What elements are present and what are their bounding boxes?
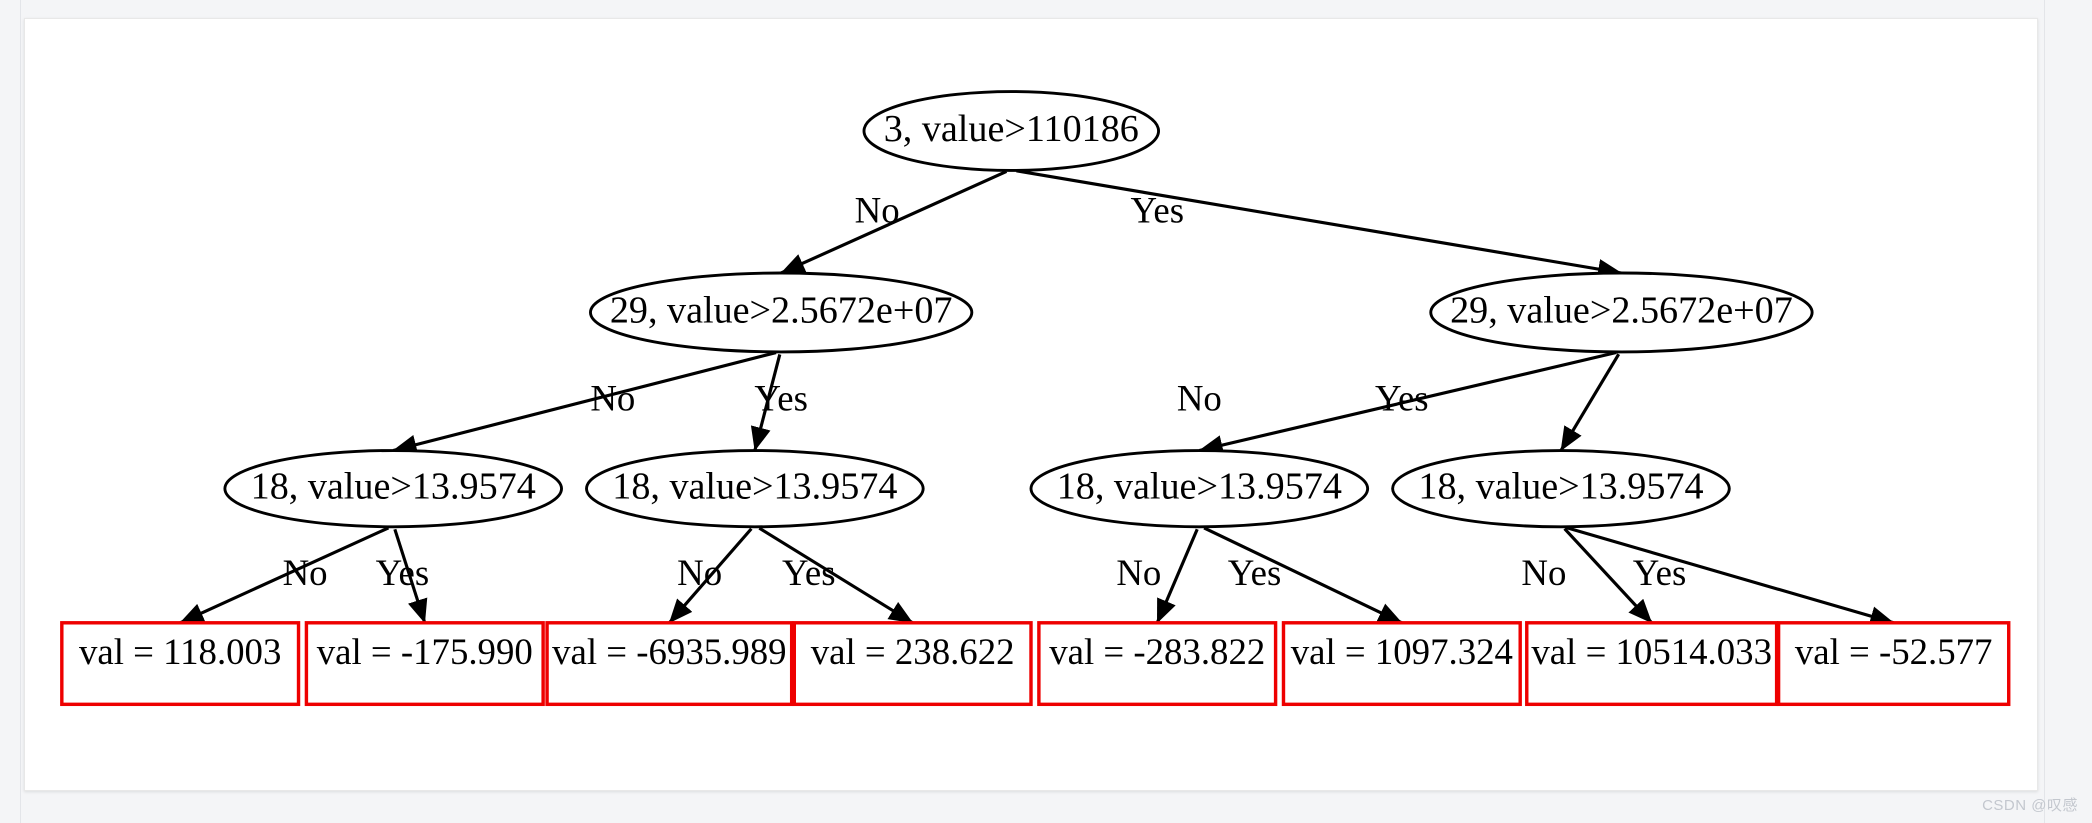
node-label: 18, value>13.9574 (251, 466, 536, 508)
tree-edge-n1-n4 (750, 354, 782, 452)
tree-edge-n0-n2 (1016, 169, 1623, 280)
csdn-watermark: CSDN @叹感 (1982, 797, 2078, 814)
node-shape-ellipse (585, 449, 925, 529)
edge-label-n0-n2: Yes (1130, 189, 1184, 230)
tree-edge-n2-n6 (1559, 353, 1621, 452)
node-label: 18, value>13.9574 (1057, 466, 1342, 508)
leaf-label: val = -6935.989 (552, 631, 786, 672)
decision-node-n2[interactable]: 29, value>2.5672e+07 (1429, 271, 1814, 354)
edges-layer (179, 169, 1895, 626)
leaf-label: val = -52.577 (1795, 631, 1993, 672)
node-shape-ellipse (1429, 271, 1814, 354)
leaf-label: val = 10514.033 (1531, 631, 1772, 672)
tree-edge-n1-n3 (392, 351, 777, 455)
edge-label-n1-n4: Yes (754, 377, 808, 418)
leaf-shape-box (1525, 621, 1779, 707)
edge-label-n3-leaf1: Yes (376, 552, 430, 593)
leaf-label: val = 238.622 (811, 631, 1015, 672)
tree-edge-n5-leaf5 (1203, 526, 1403, 625)
tree-edge-n6-leaf6 (1563, 527, 1653, 624)
edge-label-n0-n1: No (855, 189, 900, 230)
node-label: 29, value>2.5672e+07 (1450, 290, 1793, 332)
left-gutter (0, 0, 21, 823)
leaf-shape-box (792, 621, 1033, 707)
leaf-node-leaf5[interactable]: val = 1097.324 (1281, 621, 1522, 707)
right-gutter (2044, 0, 2092, 823)
edge-label-n3-leaf0: No (283, 552, 328, 593)
edge-label-n6-leaf7: Yes (1633, 552, 1687, 593)
leaf-label: val = 118.003 (79, 631, 281, 672)
decision-node-n0[interactable]: 3, value>110186 (862, 90, 1161, 172)
node-shape-ellipse (223, 449, 563, 529)
node-shape-ellipse (1029, 449, 1370, 529)
leaf-node-leaf7[interactable]: val = -52.577 (1776, 621, 2011, 707)
tree-edge-n4-leaf2 (668, 527, 753, 624)
decision-node-n5[interactable]: 18, value>13.9574 (1029, 449, 1370, 529)
leaf-node-leaf0[interactable]: val = 118.003 (60, 621, 301, 707)
node-label: 18, value>13.9574 (612, 466, 897, 508)
leaf-node-leaf3[interactable]: val = 238.622 (792, 621, 1033, 707)
tree-edge-n2-n5 (1198, 350, 1617, 456)
decision-node-n1[interactable]: 29, value>2.5672e+07 (589, 271, 974, 354)
leaf-node-leaf1[interactable]: val = -175.990 (304, 621, 545, 707)
edge-label-n1-n3: No (590, 377, 635, 418)
edge-label-n4-leaf2: No (677, 552, 722, 593)
leaf-shape-box (1281, 621, 1522, 707)
edge-label-n5-leaf5: Yes (1228, 552, 1282, 593)
leaf-shape-box (304, 621, 545, 707)
tree-edge-n5-leaf4 (1155, 528, 1199, 624)
leaf-label: val = -283.822 (1049, 631, 1265, 672)
tree-edge-n6-leaf7 (1565, 526, 1895, 626)
edge-label-n4-leaf3: Yes (782, 552, 836, 593)
leaf-shape-box (60, 621, 301, 707)
leaf-shape-box (1776, 621, 2011, 707)
node-label: 18, value>13.9574 (1418, 466, 1703, 508)
decision-node-n6[interactable]: 18, value>13.9574 (1391, 449, 1731, 529)
decision-node-n4[interactable]: 18, value>13.9574 (585, 449, 925, 529)
tree-edge-n0-n1 (780, 170, 1008, 275)
leaf-node-leaf4[interactable]: val = -283.822 (1037, 621, 1278, 707)
leaf-shape-box (545, 621, 794, 707)
leaf-node-leaf6[interactable]: val = 10514.033 (1525, 621, 1779, 707)
node-shape-ellipse (862, 90, 1161, 172)
tree-edge-n3-leaf1 (393, 528, 428, 624)
leaf-label: val = -175.990 (317, 631, 533, 672)
node-shape-ellipse (589, 271, 974, 354)
leaf-node-leaf2[interactable]: val = -6935.989 (545, 621, 794, 707)
decision-node-n3[interactable]: 18, value>13.9574 (223, 449, 563, 529)
edge-label-n2-n5: No (1177, 377, 1222, 418)
node-label: 3, value>110186 (884, 108, 1139, 150)
edge-label-n5-leaf4: No (1116, 552, 1161, 593)
tree-edge-n3-leaf0 (179, 526, 390, 625)
node-label: 29, value>2.5672e+07 (610, 290, 953, 332)
node-shape-ellipse (1391, 449, 1731, 529)
tree-edge-n4-leaf3 (758, 526, 914, 625)
leaf-shape-box (1037, 621, 1278, 707)
edge-label-n2-n6: Yes (1375, 377, 1429, 418)
leaf-label: val = 1097.324 (1291, 631, 1513, 672)
nodes-layer: 3, value>110186 29, value>2.5672e+07 29, v… (60, 90, 2011, 707)
edge-label-n6-leaf6: No (1521, 552, 1566, 593)
